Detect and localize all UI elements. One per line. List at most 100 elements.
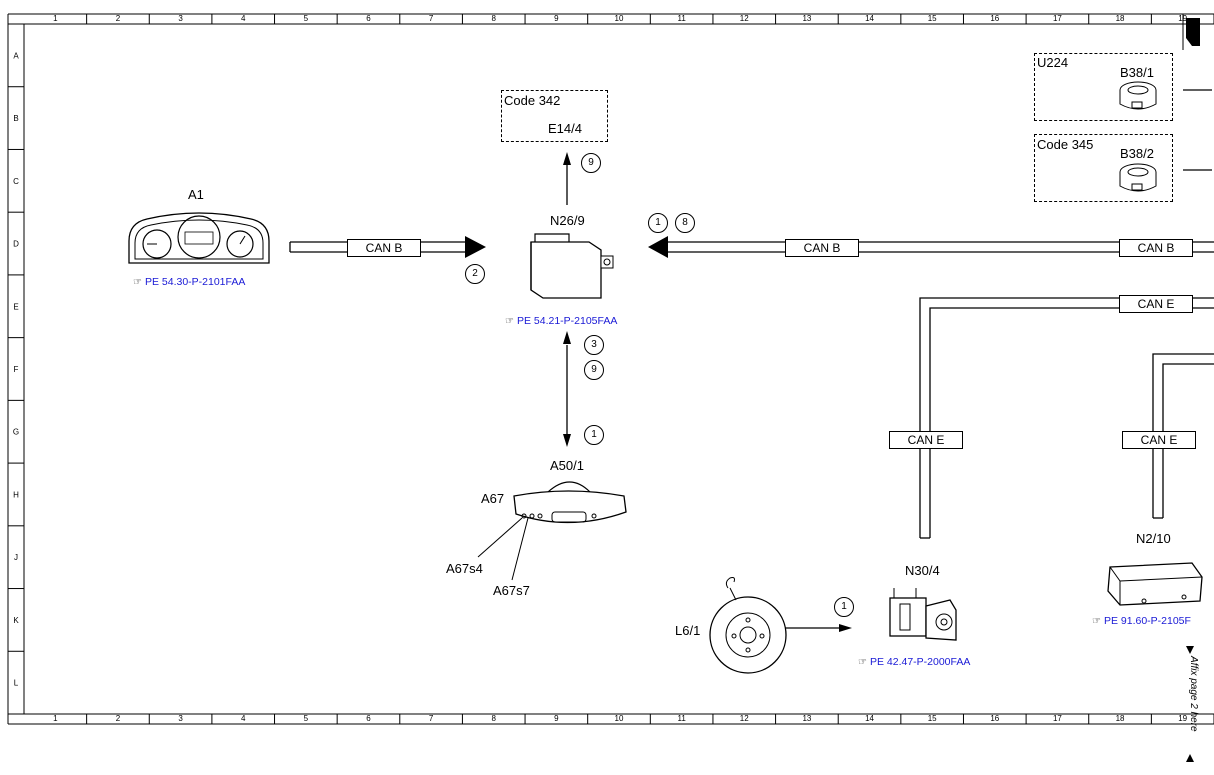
column-label: 2: [116, 14, 121, 23]
esp-control-unit-icon: [889, 588, 957, 641]
column-label: 13: [802, 14, 811, 23]
column-labels: 1122334455667788991010111112121313141415…: [53, 14, 1188, 723]
arrow-n26-a67: [563, 331, 571, 447]
column-label: 1: [53, 714, 58, 723]
label-n30-4: N30/4: [905, 563, 940, 578]
ref-n2-10-text: PE 91.60-P-2105F: [1103, 615, 1191, 627]
column-label: 19: [1178, 714, 1187, 723]
column-label: 2: [116, 714, 121, 723]
can-b-tag-right: CAN B: [1119, 239, 1193, 257]
column-label: 16: [990, 14, 999, 23]
pointing-hand-icon: ☞: [858, 657, 867, 668]
ref-n30-4-text: PE 42.47-P-2000FAA: [869, 656, 971, 668]
row-label: D: [13, 240, 19, 249]
code-345-box: [1034, 134, 1173, 202]
column-label: 16: [990, 714, 999, 723]
column-label: 10: [615, 14, 624, 23]
label-a50-1: A50/1: [550, 458, 584, 473]
row-label: E: [13, 302, 18, 311]
row-label: H: [13, 490, 19, 499]
column-label: 4: [241, 14, 246, 23]
column-label: 4: [241, 714, 246, 723]
label-a67s4: A67s4: [446, 561, 483, 576]
column-label: 9: [554, 714, 559, 723]
row-label: K: [13, 616, 19, 625]
row-ticks: [8, 86, 24, 715]
signal-vert-c: 1: [584, 425, 604, 445]
column-label: 12: [740, 14, 749, 23]
ref-a1-text: PE 54.30-P-2101FAA: [144, 276, 246, 288]
column-label: 17: [1053, 714, 1062, 723]
label-u224: U224: [1037, 55, 1069, 70]
pointing-hand-icon: ☞: [1092, 616, 1101, 627]
affix-page-note: Affix page 2 here: [1188, 656, 1199, 732]
column-label: 7: [429, 14, 434, 23]
column-label: 3: [178, 14, 183, 23]
ref-n2-10[interactable]: ☞PE 91.60-P-2105F: [1092, 615, 1191, 628]
can-e-tag-n2: CAN E: [1122, 431, 1196, 449]
row-label: L: [14, 679, 19, 688]
column-label: 6: [366, 14, 371, 23]
signal-right-in-a: 1: [648, 213, 668, 233]
column-label: 18: [1116, 14, 1125, 23]
signal-up-e14: 9: [581, 153, 601, 173]
rain-light-sensor-1-icon: [1119, 81, 1157, 110]
signal-vert-a: 3: [584, 335, 604, 355]
column-label: 5: [304, 714, 309, 723]
column-label: 17: [1053, 14, 1062, 23]
column-label: 10: [615, 714, 624, 723]
column-label: 14: [865, 714, 874, 723]
column-label: 15: [928, 14, 937, 23]
n26-9-module-icon: [530, 233, 614, 299]
label-code-345: Code 345: [1037, 137, 1094, 152]
row-label: J: [14, 553, 18, 562]
label-code-342: Code 342: [504, 93, 561, 108]
ref-a1[interactable]: ☞PE 54.30-P-2101FAA: [133, 276, 245, 289]
column-label: 7: [429, 714, 434, 723]
label-b38-2: B38/2: [1120, 146, 1154, 161]
column-label: 12: [740, 714, 749, 723]
signal-left-in: 2: [465, 264, 485, 284]
column-label: 15: [928, 714, 937, 723]
page-tab-icon: [1182, 14, 1200, 50]
signal-l6: 1: [834, 597, 854, 617]
row-label: G: [13, 428, 19, 437]
instrument-cluster-icon: [128, 212, 270, 264]
column-label: 3: [178, 714, 183, 723]
n2-10-module-icon: [1107, 562, 1203, 606]
column-label: 8: [492, 714, 497, 723]
can-e-tag-top: CAN E: [1119, 295, 1193, 313]
ref-n30-4[interactable]: ☞PE 42.47-P-2000FAA: [858, 656, 970, 669]
label-e14-4: E14/4: [548, 121, 582, 136]
overhead-console-icon: [513, 481, 627, 524]
a67s4-leader: [477, 517, 523, 558]
label-n2-10: N2/10: [1136, 531, 1171, 546]
signal-vert-b: 9: [584, 360, 604, 380]
row-label: B: [13, 114, 18, 123]
u224-box: [1034, 53, 1173, 121]
ref-n26-9[interactable]: ☞PE 54.21-P-2105FAA: [505, 315, 617, 328]
code-342-box: [501, 90, 608, 142]
column-label: 14: [865, 14, 874, 23]
row-label: C: [13, 177, 19, 186]
column-label: 8: [492, 14, 497, 23]
label-b38-1: B38/1: [1120, 65, 1154, 80]
column-label: 18: [1116, 714, 1125, 723]
can-b-tag-left: CAN B: [347, 239, 421, 257]
pointing-hand-icon: ☞: [133, 277, 142, 288]
arrow-l6-n30: [784, 624, 852, 632]
can-b-tag-mid: CAN B: [785, 239, 859, 257]
signal-right-in-b: 8: [675, 213, 695, 233]
can-e-bus-n2: [1152, 353, 1214, 519]
label-a67: A67: [481, 491, 505, 506]
rain-light-sensor-2-icon: [1119, 163, 1157, 192]
column-label: 6: [366, 714, 371, 723]
row-label: F: [14, 365, 19, 374]
column-label: 5: [304, 14, 309, 23]
can-e-tag-n30: CAN E: [889, 431, 963, 449]
label-l6-1: L6/1: [675, 623, 701, 638]
can-e-bus-n30: [919, 297, 1214, 539]
affix-marker-top: [1186, 646, 1194, 654]
